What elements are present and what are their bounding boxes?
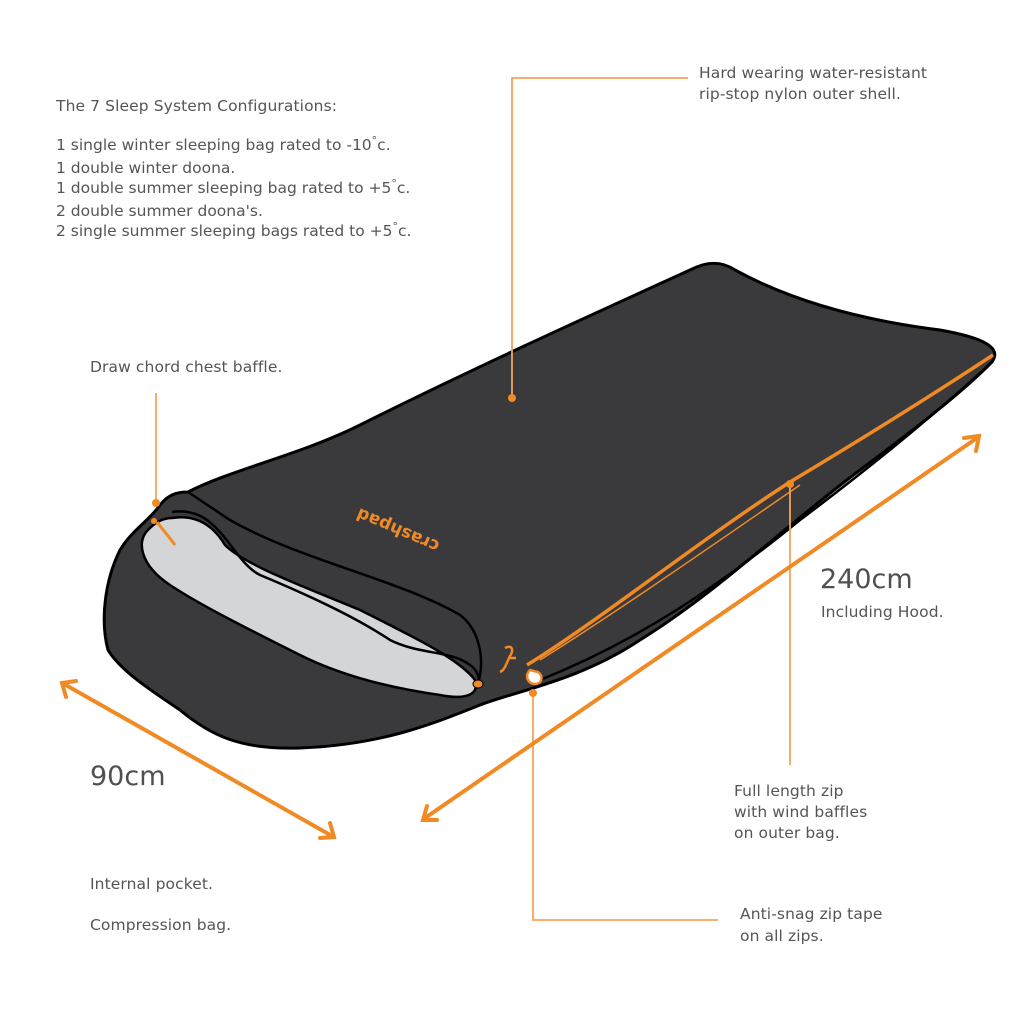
length-dimension-arrow — [423, 436, 979, 820]
zip-callout-line1: Full length zip — [734, 782, 844, 800]
compression-bag-feature: Compression bag. — [90, 916, 232, 934]
outer-shell-callout-line1: Hard wearing water-resistant — [699, 64, 928, 82]
length-dimension-value: 240cm — [820, 564, 913, 595]
config-item: 2 single summer sleeping bags rated to +… — [56, 220, 412, 240]
zip-pull-icon — [499, 645, 516, 674]
zip-tape-leader — [532, 693, 718, 921]
configurations-title: The 7 Sleep System Configurations: — [56, 97, 338, 115]
internal-pocket-feature: Internal pocket. — [90, 875, 214, 893]
zip-callout-line2: with wind baffles — [734, 803, 868, 821]
config-item: 1 double winter doona. — [56, 158, 236, 177]
width-dimension-arrow — [62, 682, 334, 838]
zip-callout-line3: on outer bag. — [734, 824, 840, 842]
length-dimension-note: Including Hood. — [821, 603, 944, 621]
config-item: 1 double summer sleeping bag rated to +5… — [56, 177, 411, 197]
zip-tape-loop-icon — [525, 668, 543, 686]
configurations-list: 1 single winter sleeping bag rated to -1… — [56, 134, 412, 244]
zip-tape-callout-line1: Anti-snag zip tape — [740, 905, 883, 923]
width-dimension-value: 90cm — [90, 761, 166, 792]
zip-tape-callout-line2: on all zips. — [740, 927, 824, 945]
outer-shell-callout-line2: rip-stop nylon outer shell. — [699, 85, 901, 103]
chest-baffle-callout: Draw chord chest baffle. — [90, 358, 283, 376]
config-item: 1 single winter sleeping bag rated to -1… — [56, 134, 391, 154]
outer-shell-leader — [511, 77, 688, 398]
inner-lining — [140, 516, 478, 699]
config-item: 2 double summer doona's. — [56, 201, 263, 220]
